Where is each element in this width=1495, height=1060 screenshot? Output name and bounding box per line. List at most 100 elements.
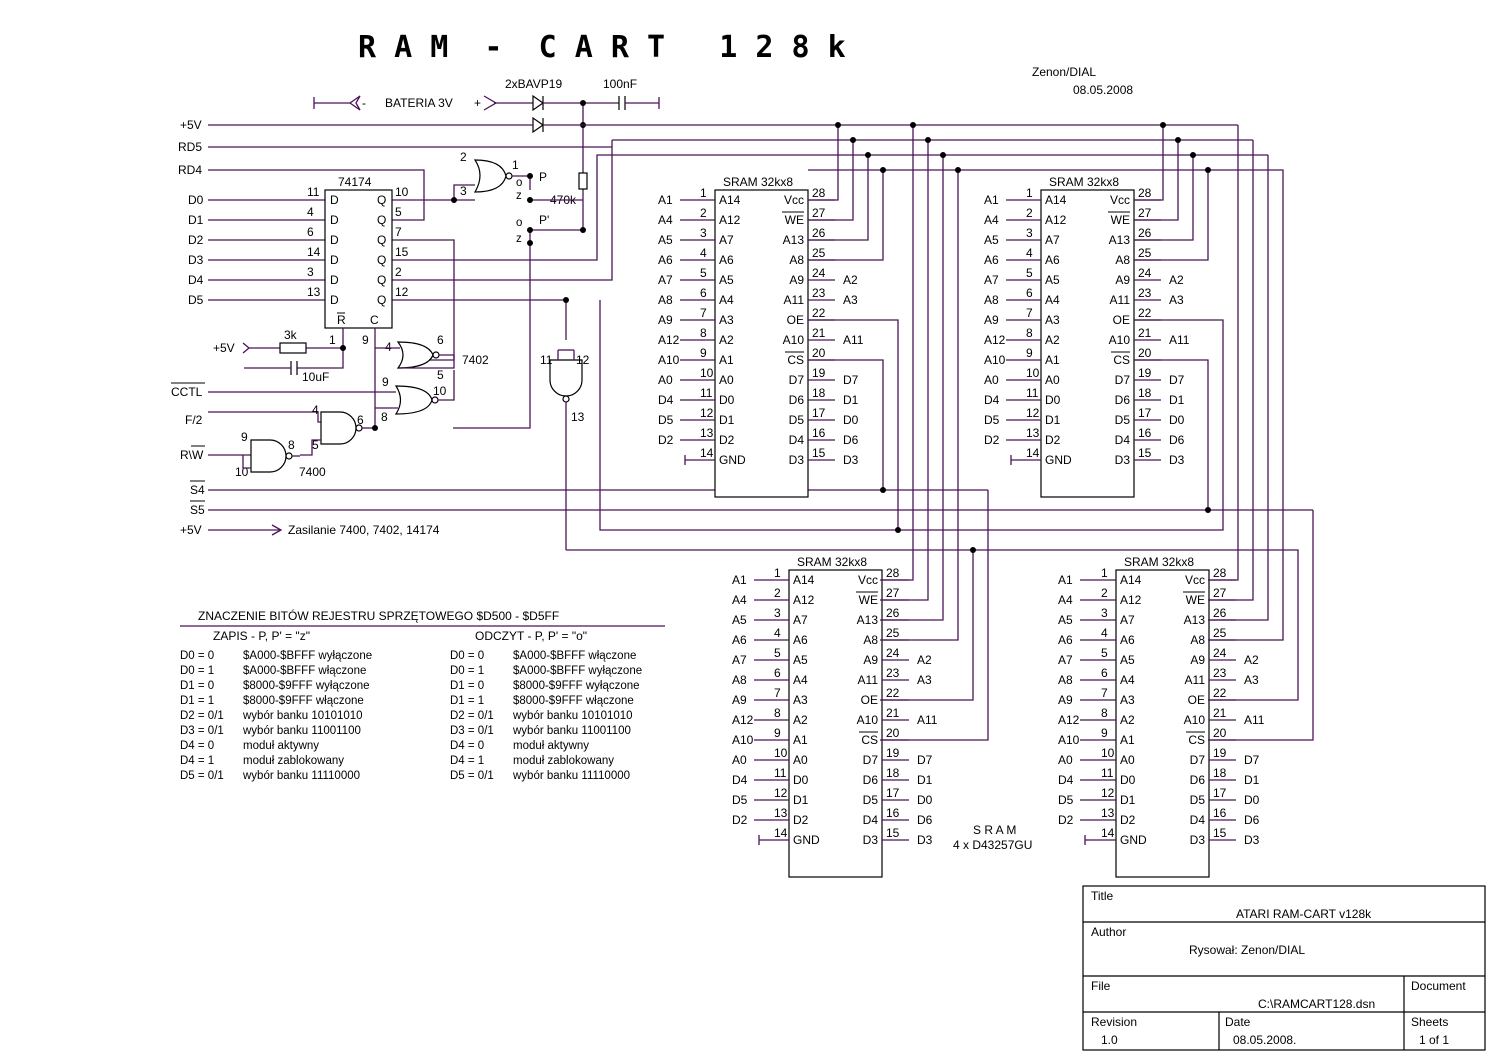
sram-right-name: CS [787,353,804,367]
sram-left-pin: 14 [774,826,788,840]
register-in-pin: 4 [307,205,314,219]
sram-left-pin: 7 [700,306,707,320]
register-out-pin: 2 [395,265,402,279]
sram-right-name: A10 [1184,713,1206,727]
sram-right-pin: 19 [1213,746,1227,760]
sram-left-pin: 1 [774,566,781,580]
sram-right-signal: A2 [1244,653,1259,667]
sram-left-name: GND [793,833,820,847]
nand2-pin8: 8 [288,438,295,452]
sram-left-name: A4 [1045,293,1060,307]
write-row-bit: D0 = 1 [180,665,214,677]
write-row-bit: D5 = 0/1 [180,770,224,782]
sram-left-pin: 1 [1101,566,1108,580]
sram-left-name: A7 [793,613,808,627]
sram-left-name: D0 [719,393,735,407]
sram-left-signal: A7 [732,653,747,667]
register-in-pin: 14 [307,245,321,259]
sram-left-name: A4 [793,673,808,687]
diodes-label: 2xBAVP19 [505,77,562,91]
register-d-pin: D [330,273,339,287]
write-row-bit: D4 = 1 [180,755,214,767]
read-row-bit: D1 = 0 [450,680,484,692]
d4-label: D4 [188,273,204,287]
sram-left-name: A0 [793,753,808,767]
schematic-title: R A M - C A R T 1 2 8 k [358,30,846,65]
sram-right-pin: 19 [1138,366,1152,380]
sram-left-pin: 7 [1101,686,1108,700]
sram-right-pin: 23 [1138,286,1152,300]
sram-left-signal: A12 [984,333,1006,347]
sram-right-name: Vcc [858,573,878,587]
sram-right-name: CS [1188,733,1205,747]
sram-right-signal: A3 [843,293,858,307]
register-in-pin: 3 [307,265,314,279]
sram-left-signal: D2 [658,433,674,447]
read-row-bit: D3 = 0/1 [450,725,494,737]
sram-right-pin: 16 [1138,426,1152,440]
sram-left-pin: 4 [774,626,781,640]
nor2-pin4: 4 [385,340,392,354]
sram-right-pin: 16 [812,426,826,440]
sram-left-pin: 6 [774,666,781,680]
register-in-pin: 6 [307,225,314,239]
sram-right-signal: D6 [917,813,933,827]
sram-left-name: A7 [719,233,734,247]
sram-left-pin: 11 [774,766,787,780]
sram-left-name: A0 [1045,373,1060,387]
sram-right-name: A13 [783,233,805,247]
rw-label: R\W [180,448,204,462]
write-row-bit: D4 = 0 [180,740,214,752]
read-row-desc: moduł zablokowany [513,755,614,767]
sram-left-signal: A0 [732,753,747,767]
sram-left-name: A6 [719,253,734,267]
sram-right-pin: 23 [812,286,826,300]
sram-title: SRAM 32kx8 [723,175,793,189]
vcc-supply-label: +5V [180,523,202,537]
nand3-pin11: 11 [540,353,553,367]
sram-right-signal: D0 [1169,413,1185,427]
sram-note-part: 4 x D43257GU [953,838,1032,852]
sram-right-name: WE [1186,593,1205,607]
sram-left-pin: 2 [1101,586,1108,600]
sram-left-name: A3 [719,313,734,327]
sram-right-name: A13 [1109,233,1131,247]
register-bits-table: ZNACZENIE BITÓW REJESTRU SPRZĘTOWEGO $D5… [180,608,665,782]
sram-left-pin: 2 [700,206,707,220]
sram-right-signal: D6 [1244,813,1260,827]
sram-left-pin: 3 [700,226,707,240]
tb-date-label: Date [1225,1015,1251,1029]
sram-left-signal: A9 [1058,693,1073,707]
sram-left-pin: 7 [1026,306,1033,320]
sram-right-signal: A11 [843,333,864,347]
sram-right-pin: 18 [886,766,900,780]
sram-right-name: OE [1188,693,1205,707]
sram-left-name: A3 [1045,313,1060,327]
sram-right-pin: 28 [812,186,826,200]
read-row-desc: wybór banku 11110000 [512,770,630,782]
sram-right-pin: 15 [1213,826,1227,840]
sram-left-name: A2 [1120,713,1135,727]
sram-left-pin: 6 [700,286,707,300]
register-d-pin: D [330,293,339,307]
write-row-desc: $8000-$9FFF wyłączone [243,680,370,692]
sram-right-name: D7 [863,753,879,767]
title-block: Title ATARI RAM-CART v128k Author Rysowa… [1082,885,1486,1051]
sram-left-name: D2 [793,813,809,827]
sram-right-pin: 27 [1138,206,1152,220]
sram-left-signal: A5 [732,613,747,627]
sram-right-name: A8 [1190,633,1205,647]
sram-right-name: WE [785,213,804,227]
register-q-pin: Q [377,213,386,227]
read-row-bit: D5 = 0/1 [450,770,494,782]
register-out-pin: 12 [395,285,409,299]
sram-right-pin: 20 [812,346,826,360]
sram-right-pin: 17 [1138,406,1152,420]
d0-label: D0 [188,193,204,207]
sram-right-pin: 23 [1213,666,1227,680]
read-row-bit: D4 = 1 [450,755,484,767]
